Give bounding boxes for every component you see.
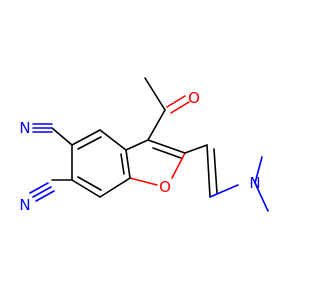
bond-c7-c7a: [99, 177, 131, 198]
molecule-structure: O O N N N: [19, 77, 269, 214]
bond-n-methyl-up: [254, 156, 263, 184]
bond-c7a-c3a-a: [125, 149, 131, 179]
atom-oxygen-ketone: O: [188, 89, 200, 107]
bond-methyl-carbonyl: [144, 77, 166, 111]
atom-nitrogen-nitrile-top: N: [19, 119, 30, 137]
bond-vinyl-double-a: [206, 144, 211, 198]
bond-vinyl-n: [209, 184, 239, 198]
atom-oxygen-ring: O: [159, 178, 171, 196]
bond-nitrile-bottom-a: [29, 182, 49, 194]
atom-nitrogen-amine: N: [249, 174, 260, 192]
bond-nitrile-bottom-c: [35, 190, 55, 202]
bond-c3-c2-b: [152, 147, 182, 159]
bond-c2-oring: [171, 152, 186, 179]
bond-c6-c7-b: [77, 176, 102, 191]
bond-c7a-c3a-b: [120, 153, 125, 175]
bond-carbonyl-c3: [147, 109, 166, 141]
atom-nitrogen-nitrile-bottom: N: [19, 196, 30, 214]
bond-c6-c7-a: [71, 179, 101, 198]
bond-c4-c5-b: [77, 136, 102, 150]
bond-nitrile-bottom-b: [32, 186, 52, 198]
bond-c2-vinyl: [184, 144, 208, 154]
molecule-canvas: O O N N N: [19, 77, 269, 214]
bond-carbonyl-double-b: [170, 101, 190, 114]
bond-carbonyl-double-a: [166, 95, 186, 108]
bond-c4-c5-a: [71, 129, 101, 146]
bond-c3-c3a: [125, 139, 149, 151]
bond-c5-cn-top: [51, 127, 73, 146]
bond-oring-c7a: [129, 177, 158, 186]
bond-vinyl-double-b: [213, 148, 218, 194]
bond-c3-c2-a: [147, 139, 186, 154]
bond-c3a-c4: [99, 129, 127, 151]
bond-n-methyl-down: [254, 182, 269, 212]
